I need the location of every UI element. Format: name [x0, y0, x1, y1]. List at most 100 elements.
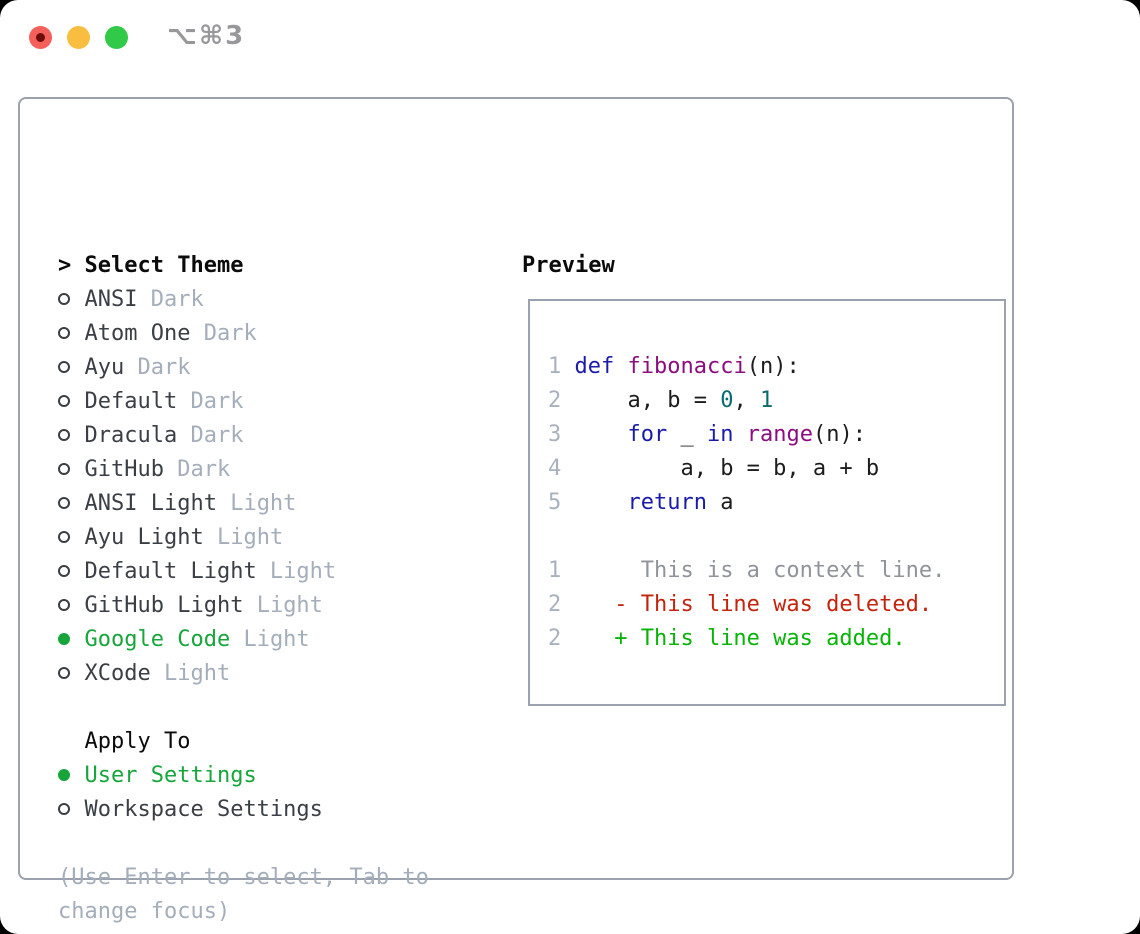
apply-to-title: Apply To: [84, 728, 191, 754]
radio-circle: [58, 361, 70, 373]
radio-icon: [58, 293, 85, 305]
theme-option-7[interactable]: Ayu Light Light: [58, 520, 429, 554]
theme-name: Google Code: [84, 626, 231, 652]
theme-variant: Light: [256, 558, 337, 584]
theme-list-title: Select Theme: [84, 252, 244, 278]
code-token: 0: [720, 388, 734, 413]
line-number: 3: [548, 422, 562, 447]
radio-icon: [58, 667, 85, 679]
theme-name: Default Light: [84, 558, 257, 584]
radio-circle: [58, 667, 70, 679]
radio-circle: [58, 531, 70, 543]
theme-option-4[interactable]: Dracula Dark: [58, 418, 429, 452]
radio-icon: [58, 463, 85, 475]
theme-name: GitHub: [84, 456, 164, 482]
theme-option-6[interactable]: ANSI Light Light: [58, 486, 429, 520]
preview-heading: Preview: [522, 252, 615, 278]
diff-text: This is a context line.: [561, 558, 946, 583]
theme-variant: Dark: [177, 388, 244, 414]
code-token: a, b =: [561, 388, 721, 413]
code-token: for: [627, 422, 668, 447]
diff-line-added: 2 + This line was added.: [548, 622, 945, 656]
radio-icon: [58, 565, 85, 577]
apply-to-header: Apply To: [58, 724, 429, 758]
window-title: ⌥⌘3: [167, 21, 246, 51]
line-number: 2: [548, 626, 562, 651]
diff-text: + This line was added.: [561, 626, 906, 651]
keyboard-hint-line-1: change focus): [58, 894, 429, 928]
theme-option-9[interactable]: GitHub Light Light: [58, 588, 429, 622]
radio-circle: [58, 395, 70, 407]
theme-option-1[interactable]: Atom One Dark: [58, 316, 429, 350]
apply-option-name: Workspace Settings: [84, 796, 323, 822]
radio-circle: [58, 463, 70, 475]
code-token: def: [574, 354, 615, 379]
apply-option-0[interactable]: User Settings: [58, 758, 429, 792]
apply-option-1[interactable]: Workspace Settings: [58, 792, 429, 826]
theme-name: Ayu Light: [84, 524, 204, 550]
code-token: _: [667, 422, 707, 447]
line-number: 4: [548, 456, 562, 481]
hint-text: (Use Enter to select, Tab to: [58, 864, 429, 890]
code-token: ,: [733, 388, 760, 413]
code-token: [733, 422, 746, 447]
code-token: 1: [759, 388, 774, 413]
preview-content: 1 def fibonacci(n): 2 a, b = 0, 1 3 for _ …: [548, 350, 945, 656]
code-token: (n):: [812, 422, 866, 447]
radio-circle: [58, 565, 70, 577]
diff-line-context: 1 This is a context line.: [548, 554, 945, 588]
theme-variant: Light: [243, 592, 323, 618]
hint-text: change focus): [58, 898, 231, 924]
code-line-2: 3 for _ in range(n):: [548, 418, 945, 452]
radio-icon: [58, 395, 85, 407]
radio-circle: [58, 599, 70, 611]
diff-line-deleted: 2 - This line was deleted.: [548, 588, 945, 622]
theme-option-8[interactable]: Default Light Light: [58, 554, 429, 588]
line-number: 2: [548, 388, 562, 413]
radio-icon: [58, 497, 85, 509]
radio-icon: [58, 599, 85, 611]
theme-option-3[interactable]: Default Dark: [58, 384, 429, 418]
spacer-line: [548, 520, 945, 554]
theme-name: Atom One: [84, 320, 191, 346]
theme-variant: Light: [150, 660, 231, 686]
radio-icon: [58, 327, 85, 339]
code-token: range: [746, 422, 813, 447]
theme-option-11[interactable]: XCode Light: [58, 656, 429, 690]
radio-selected-icon: [58, 769, 85, 781]
minimize-button-icon[interactable]: [67, 26, 90, 49]
radio-icon: [58, 361, 85, 373]
theme-name: ANSI Light: [84, 490, 217, 516]
theme-variant: Dark: [137, 286, 204, 312]
radio-circle: [58, 293, 70, 305]
code-token: (n):: [746, 354, 800, 379]
theme-option-0[interactable]: ANSI Dark: [58, 282, 429, 316]
code-line-4: 5 return a: [548, 486, 945, 520]
theme-option-10[interactable]: Google Code Light: [58, 622, 429, 656]
line-number: 5: [548, 490, 562, 515]
close-button-icon[interactable]: [29, 26, 52, 49]
code-token: [561, 354, 574, 379]
radio-circle: [58, 633, 70, 645]
theme-name: Default: [84, 388, 178, 414]
zoom-button-icon[interactable]: [105, 26, 128, 49]
spacer-row: [58, 826, 429, 860]
line-number: 1: [548, 558, 562, 583]
caret-glyph: >: [58, 252, 72, 278]
line-number: 1: [548, 354, 562, 379]
theme-option-2[interactable]: Ayu Dark: [58, 350, 429, 384]
code-line-0: 1 def fibonacci(n):: [548, 350, 945, 384]
theme-name: GitHub Light: [84, 592, 244, 618]
theme-name: Dracula: [84, 422, 178, 448]
theme-variant: Dark: [190, 320, 257, 346]
focus-caret-icon: >: [58, 253, 85, 278]
radio-circle: [58, 429, 70, 441]
diff-text: - This line was deleted.: [561, 592, 933, 617]
theme-variant: Light: [203, 524, 284, 550]
theme-variant: Dark: [124, 354, 191, 380]
theme-variant: Light: [216, 490, 297, 516]
radio-circle: [58, 803, 70, 815]
theme-variant: Light: [230, 626, 310, 652]
theme-option-5[interactable]: GitHub Dark: [58, 452, 429, 486]
